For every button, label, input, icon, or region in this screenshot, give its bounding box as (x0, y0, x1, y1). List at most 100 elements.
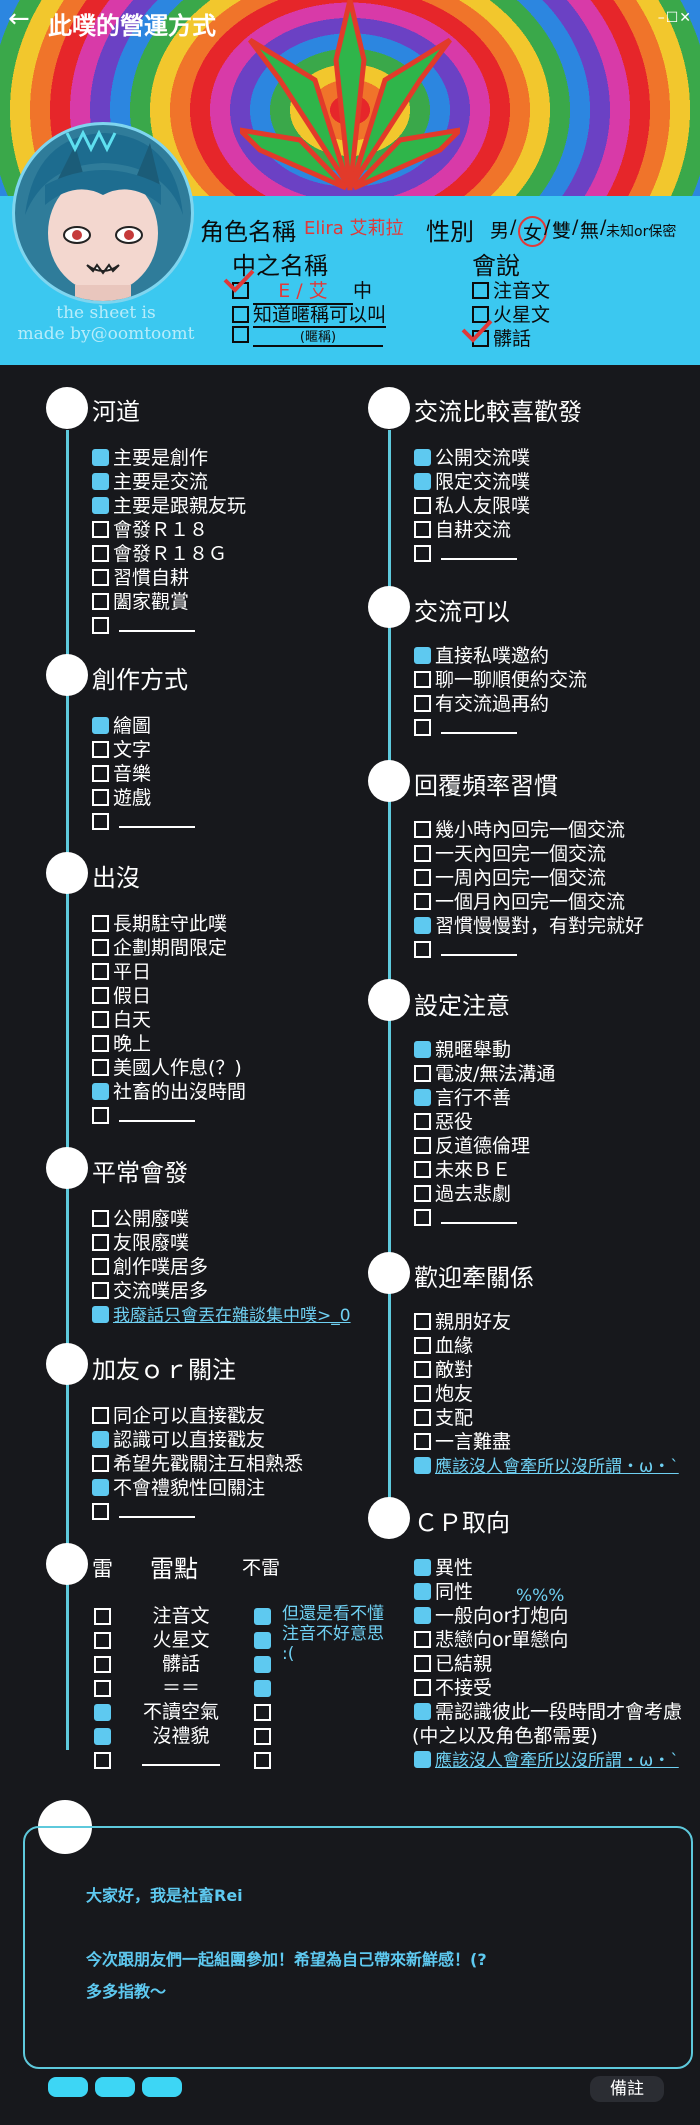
checkbox[interactable] (92, 1011, 109, 1028)
checkbox[interactable] (414, 1065, 431, 1082)
checkbox-marked[interactable] (414, 473, 431, 490)
page-dot-3[interactable] (142, 2077, 182, 2097)
checkbox-marked[interactable] (414, 1089, 431, 1106)
chinese-name-option-3[interactable]: (暱稱) (232, 324, 383, 347)
mine-checkbox[interactable] (94, 1608, 111, 1625)
checkbox[interactable] (92, 545, 109, 562)
exchange-ok-item[interactable] (414, 716, 517, 740)
creation-item[interactable]: 遊戲 (92, 786, 151, 810)
checkbox[interactable] (414, 695, 431, 712)
exchange-pref-item[interactable]: 限定交流噗 (414, 470, 530, 494)
checkbox[interactable] (414, 1209, 431, 1226)
checkbox[interactable] (92, 593, 109, 610)
checkbox[interactable] (472, 306, 489, 323)
cp-item[interactable]: 同性 (414, 1580, 473, 1604)
checkbox-marked[interactable] (414, 1703, 431, 1720)
gender-option-both[interactable]: 雙 (552, 220, 572, 242)
blank-line[interactable] (119, 618, 195, 632)
checkbox-marked[interactable] (414, 647, 431, 664)
mine-checkbox[interactable] (94, 1656, 111, 1673)
checkbox-marked[interactable] (92, 473, 109, 490)
checkbox-marked[interactable] (92, 1431, 109, 1448)
river-item[interactable]: 闔家觀賞 (92, 590, 189, 614)
checkbox[interactable] (92, 765, 109, 782)
checkbox[interactable] (414, 845, 431, 862)
friends-item[interactable]: 不會禮貌性回關注 (92, 1476, 265, 1500)
river-item[interactable]: 會發Ｒ１８ (92, 518, 208, 542)
checkbox[interactable] (414, 719, 431, 736)
checkbox[interactable] (92, 569, 109, 586)
setting-item[interactable]: 言行不善 (414, 1086, 511, 1110)
checkbox[interactable] (414, 1185, 431, 1202)
checkbox[interactable] (92, 1282, 109, 1299)
exchange-pref-item[interactable]: 公開交流噗 (414, 446, 530, 470)
setting-item[interactable]: 惡役 (414, 1110, 473, 1134)
setting-item[interactable]: 未來ＢＥ (414, 1158, 511, 1182)
mine-checkbox[interactable] (94, 1632, 111, 1649)
checkbox-marked[interactable] (414, 917, 431, 934)
presence-item[interactable]: 平日 (92, 960, 151, 984)
setting-item[interactable]: 電波/無法溝通 (414, 1062, 555, 1086)
checkbox-marked[interactable] (92, 717, 109, 734)
checkbox-marked[interactable] (92, 1083, 109, 1100)
checkbox[interactable] (414, 1361, 431, 1378)
checkbox[interactable] (414, 941, 431, 958)
checkbox[interactable] (232, 306, 249, 323)
usual-posts-item[interactable]: 交流噗居多 (92, 1279, 208, 1303)
relations-item[interactable]: 血緣 (414, 1334, 473, 1358)
friends-item[interactable]: 認識可以直接戳友 (92, 1428, 265, 1452)
relations-item[interactable]: 支配 (414, 1406, 473, 1430)
checkbox[interactable] (414, 1161, 431, 1178)
cp-item[interactable]: 需認識彼此一段時間才會考慮 (414, 1700, 682, 1724)
checkbox[interactable] (92, 1234, 109, 1251)
ok-checkbox[interactable] (254, 1608, 271, 1625)
relations-item[interactable]: 親朋好友 (414, 1310, 511, 1334)
mine-checkbox[interactable] (94, 1704, 111, 1721)
checkbox[interactable] (232, 326, 249, 343)
checkbox-marked[interactable] (92, 1479, 109, 1496)
river-item[interactable]: 會發Ｒ１８Ｇ (92, 542, 227, 566)
presence-item[interactable]: 企劃期間限定 (92, 936, 227, 960)
checkbox[interactable] (92, 1059, 109, 1076)
checkbox-marked[interactable] (92, 497, 109, 514)
friends-item[interactable]: 同企可以直接戳友 (92, 1404, 265, 1428)
setting-item[interactable]: 過去悲劇 (414, 1182, 511, 1206)
checkbox[interactable] (92, 813, 109, 830)
checkbox[interactable] (92, 521, 109, 538)
exchange-pref-item[interactable]: 自耕交流 (414, 518, 511, 542)
mine-checkbox[interactable] (94, 1680, 111, 1697)
checkbox[interactable] (92, 1210, 109, 1227)
river-item[interactable]: 主要是交流 (92, 470, 208, 494)
checkbox[interactable] (472, 282, 489, 299)
checkbox-marked[interactable] (414, 1559, 431, 1576)
blank-line[interactable] (441, 720, 517, 734)
reply-item[interactable]: 一周內回完一個交流 (414, 866, 606, 890)
checkbox[interactable] (414, 521, 431, 538)
checkbox[interactable] (414, 1433, 431, 1450)
checkbox[interactable] (414, 821, 431, 838)
checkbox-marked[interactable] (92, 449, 109, 466)
back-arrow-icon[interactable]: ← (8, 4, 30, 34)
blank-line[interactable] (119, 1108, 195, 1122)
ok-checkbox[interactable] (254, 1752, 271, 1769)
checkbox[interactable] (414, 1409, 431, 1426)
creation-item[interactable]: 文字 (92, 738, 151, 762)
exchange-ok-item[interactable]: 直接私噗邀約 (414, 644, 549, 668)
reply-item[interactable] (414, 938, 517, 962)
presence-item[interactable]: 美國人作息(？) (92, 1056, 242, 1080)
creation-item[interactable]: 音樂 (92, 762, 151, 786)
checkbox[interactable] (414, 1631, 431, 1648)
setting-item[interactable]: 反道德倫理 (414, 1134, 530, 1158)
blank-line[interactable] (441, 1210, 517, 1224)
checkbox[interactable] (414, 497, 431, 514)
cp-item[interactable]: 異性 (414, 1556, 473, 1580)
reply-item[interactable]: 一天內回完一個交流 (414, 842, 606, 866)
blank-line[interactable] (441, 942, 517, 956)
checkbox[interactable] (92, 1258, 109, 1275)
checkbox-marked[interactable] (414, 1607, 431, 1624)
checkbox[interactable] (92, 1455, 109, 1472)
checkbox[interactable] (92, 617, 109, 634)
checkbox[interactable] (414, 671, 431, 688)
ok-checkbox[interactable] (254, 1656, 271, 1673)
usual-posts-item[interactable]: 公開廢噗 (92, 1207, 189, 1231)
